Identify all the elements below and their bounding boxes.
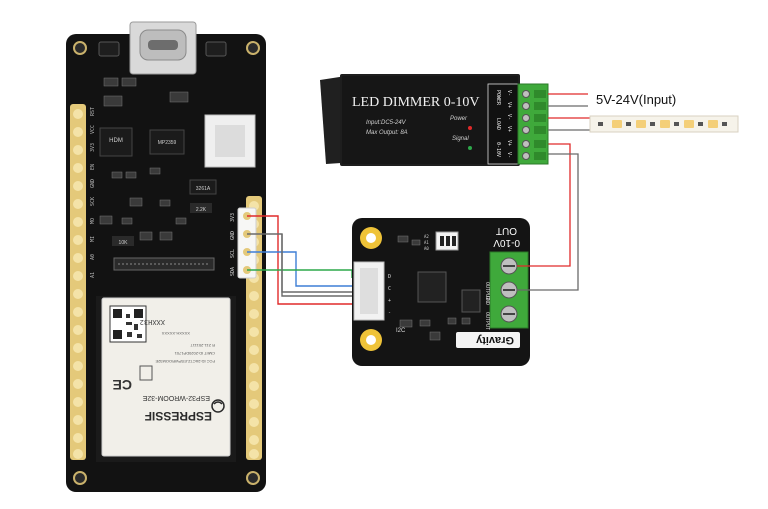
chip-label-4: 2.2K <box>196 207 207 213</box>
mount-hole <box>73 471 87 485</box>
wire-scl <box>247 251 352 287</box>
led-dimmer: LED DIMMER 0-10V Input:DC5-24V Max Outpu… <box>320 74 549 166</box>
out-label: OUT <box>496 225 517 236</box>
pin-label: A1 <box>90 272 96 278</box>
input-voltage-label: 5V-24V(Input) <box>596 92 676 107</box>
weee-icon <box>139 365 153 381</box>
wire-signal-minus <box>517 153 579 291</box>
esp32-wroom-module: XXXH32 XXXXH-XXXXX R 211-201117 CMIIT ID… <box>96 296 236 462</box>
pin-label: GND <box>90 179 96 188</box>
dimmer-input-spec: Input:DC5-24V <box>366 120 407 126</box>
module-fine-text: R 211-201117 <box>190 343 215 348</box>
led-chip <box>684 120 694 128</box>
dimmer-output-spec: Max Output: 8A <box>366 130 408 136</box>
qr-code <box>109 305 147 343</box>
wire-gnd <box>247 233 352 297</box>
pin-label: EN <box>90 164 96 170</box>
chip-hdm-label: HDM <box>109 138 123 144</box>
mount-hole <box>246 41 260 55</box>
resistor <box>598 122 603 126</box>
ce-mark: CE <box>113 377 132 393</box>
pin-label: 3V3 <box>90 143 96 152</box>
mount-hole <box>246 471 260 485</box>
range-label: 0-10V <box>493 237 520 248</box>
chip-label-3: 3261A <box>196 186 211 192</box>
left-pin-header <box>70 104 86 460</box>
reset-button <box>98 41 120 57</box>
header-pin-sda: SDA <box>230 267 236 276</box>
chip-hdm <box>99 127 133 157</box>
term-label: V+ <box>506 102 512 108</box>
power-led <box>468 126 472 130</box>
terminal-label: OUTPUT <box>484 312 490 330</box>
power-label: Power <box>450 116 468 122</box>
conv-pin-minus: - <box>388 310 391 316</box>
interface-label: I2C <box>396 328 406 334</box>
led-chip <box>708 120 718 128</box>
terminal-label: GND <box>484 296 490 305</box>
signal-wires <box>517 143 579 291</box>
signal-led <box>468 146 472 150</box>
opamp-chip <box>461 289 481 313</box>
boot-button <box>205 41 227 57</box>
module-code: XXXH32 <box>140 318 165 326</box>
dimmer-terminal-block <box>517 83 549 165</box>
term-label: V+ <box>506 140 512 146</box>
pin-label: MI <box>90 236 96 242</box>
led-chip <box>660 120 670 128</box>
chip-regulator <box>149 129 185 155</box>
module-model: ESP32-WROOM-32E <box>142 394 210 401</box>
pin-label: RST <box>90 107 96 116</box>
header-pin-3v3: 3V3 <box>230 213 236 222</box>
switch-label: A2 <box>424 234 429 239</box>
module-fine-text: XXXXH-XXXXX <box>161 331 190 336</box>
converter-board: D C + - A2 A1 A0 I2C <box>352 218 530 366</box>
wire-3v3 <box>247 215 352 305</box>
conv-pin-plus: + <box>388 298 391 304</box>
espressif-logo <box>211 399 225 413</box>
led-strip <box>589 115 739 133</box>
term-label: V+ <box>506 126 512 132</box>
gravity-badge <box>456 332 520 348</box>
term-label: V- <box>506 90 512 96</box>
signal-label: Signal <box>452 136 469 142</box>
term-label: V- <box>506 114 512 120</box>
led-chip <box>612 120 622 128</box>
gravity-brand: Gravity <box>475 334 514 346</box>
chip-label-5: 10K <box>119 240 129 246</box>
usb-c-port <box>129 21 197 75</box>
led-chip <box>636 120 646 128</box>
term-label: V- <box>506 152 512 158</box>
wire-signal-plus <box>517 143 571 267</box>
power-wires <box>548 93 590 131</box>
pin-label: MO <box>90 218 96 224</box>
conv-pin-c: C <box>388 286 391 292</box>
terminal-label: OUTPUT <box>484 282 490 300</box>
term-group-load: LOAD <box>495 118 501 130</box>
chip-regulator-label: MP2359 <box>158 140 177 146</box>
pin-label: A0 <box>90 254 96 260</box>
conv-pin-d: D <box>388 274 391 280</box>
term-group-signal: 0-10V <box>495 142 501 157</box>
mount-hole <box>73 41 87 55</box>
module-fine-text: FCC ID:2AC7Z-ESPWROOM32E <box>155 359 215 364</box>
term-group-power: POWER <box>495 90 501 106</box>
switch-label: A1 <box>424 240 429 245</box>
pin-label: SCK <box>90 197 96 206</box>
module-brand: ESPRESSIF <box>145 409 212 423</box>
header-pin-scl: SCL <box>230 249 236 258</box>
dimmer-title: LED DIMMER 0-10V <box>352 95 480 110</box>
pin-label: VCC <box>90 125 96 134</box>
module-fine-text: CMIIT ID:2020DP1701 <box>174 351 215 356</box>
header-pin-gnd: GND <box>230 231 236 240</box>
esp32-board: HDM MP2359 3261A 2.2K 10K <box>66 21 266 492</box>
switch-label: A0 <box>424 246 429 251</box>
dac-chip <box>417 271 447 303</box>
